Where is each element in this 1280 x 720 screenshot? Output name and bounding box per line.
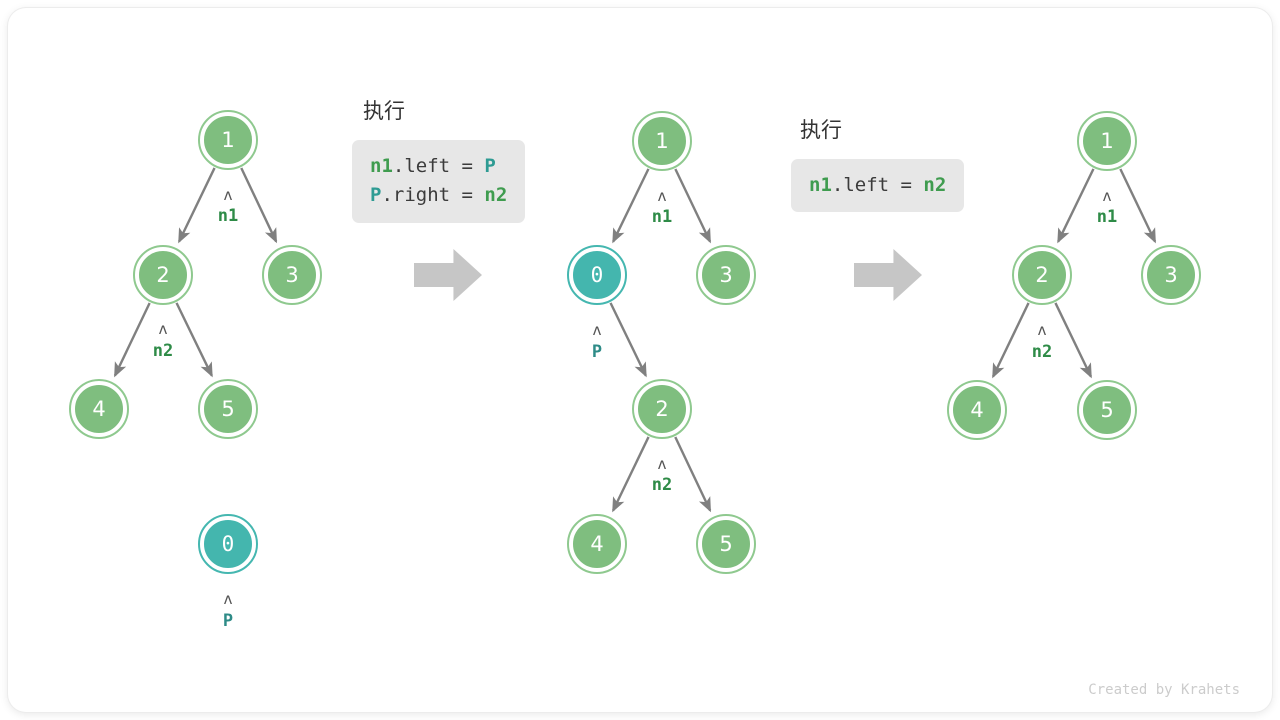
tree-node-2[interactable]: 2 [133,245,193,305]
code-token: n2 [484,184,508,207]
node-value: 5 [719,531,733,556]
pointer-label-n2: n2 [152,341,174,361]
tree-edge [113,302,151,378]
tree-edge [674,436,712,513]
transition-arrow-2 [854,249,922,301]
node-value: 4 [92,396,106,421]
pointer-caret-icon: ʌ [1102,187,1112,205]
pointer-caret-icon: ʌ [1037,321,1047,339]
tree-node-4[interactable]: 4 [69,379,129,439]
tree-node-1[interactable]: 1 [1077,111,1137,171]
step-title: 执行 [800,118,842,142]
node-value: 2 [156,262,170,287]
node-value: 0 [221,531,235,556]
tree-node-3[interactable]: 3 [696,245,756,305]
pointer-label-n1: n1 [651,207,673,227]
attribution-footer: Created by Krahets [1088,682,1240,698]
code-snippet-step-1: n1.left = P P.right = n2 [352,140,526,223]
pointer-label-n2: n2 [651,475,673,495]
node-value: 5 [221,396,235,421]
tree-node-1[interactable]: 1 [198,110,258,170]
pointer-caret-icon: ʌ [158,320,168,338]
tree-node-3[interactable]: 3 [262,245,322,305]
tree-edge [609,302,647,378]
code-token: n1 [809,174,832,196]
node-value: 4 [590,531,604,556]
code-token: .left = [831,174,924,196]
pointer-caret-icon: ʌ [592,321,602,339]
step-title: 执行 [363,99,405,123]
tree-edge [240,167,278,244]
pointer-label-n1: n1 [217,206,239,226]
code-snippet-step-2: n1.left = n2 [791,159,965,213]
tree-node-1[interactable]: 1 [632,111,692,171]
node-value: 1 [221,127,235,152]
tree-node-5[interactable]: 5 [198,379,258,439]
node-value: 4 [970,397,984,422]
pointer-caret-icon: ʌ [657,455,667,473]
code-token: n2 [923,174,947,196]
tree-edge [612,168,650,244]
node-value: 2 [1035,262,1049,287]
pointer-label-n2: n2 [1031,342,1053,362]
node-value: 2 [655,396,669,421]
tree-edge [1054,302,1093,379]
pointer-label-p: P [222,611,234,631]
code-token: .left = [392,155,485,177]
tree-node-5[interactable]: 5 [1077,380,1137,440]
pointer-caret-icon: ʌ [223,590,233,608]
tree-node-2[interactable]: 2 [1012,245,1072,305]
code-token: P [484,155,496,177]
pointer-label-p: P [591,342,603,362]
tree-edge [674,168,712,244]
tree-edge [175,302,213,378]
code-token: n1 [370,155,393,177]
tree-node-0[interactable]: 0 [198,514,258,574]
node-value: 1 [1100,128,1114,153]
tree-node-2[interactable]: 2 [632,379,692,439]
tree-node-0[interactable]: 0 [567,245,627,305]
pointer-caret-icon: ʌ [657,187,667,205]
tree-edge [1119,168,1157,244]
node-value: 3 [285,262,299,287]
transition-arrow-1 [414,249,482,301]
node-value: 1 [655,128,669,153]
pointer-label-n1: n1 [1096,207,1118,227]
tree-node-5[interactable]: 5 [696,514,756,574]
tree-node-3[interactable]: 3 [1141,245,1201,305]
code-token: P [370,184,382,207]
tree-node-4[interactable]: 4 [567,514,627,574]
node-value: 5 [1100,397,1114,422]
tree-edge [1057,168,1095,244]
node-value: 0 [590,262,604,287]
tree-edge [611,436,650,513]
tree-edge [177,167,216,244]
pointer-caret-icon: ʌ [223,186,233,204]
tree-node-4[interactable]: 4 [947,380,1007,440]
tree-edge [991,302,1030,379]
node-value: 3 [1164,262,1178,287]
node-value: 3 [719,262,733,287]
code-token: .right = [381,184,485,207]
